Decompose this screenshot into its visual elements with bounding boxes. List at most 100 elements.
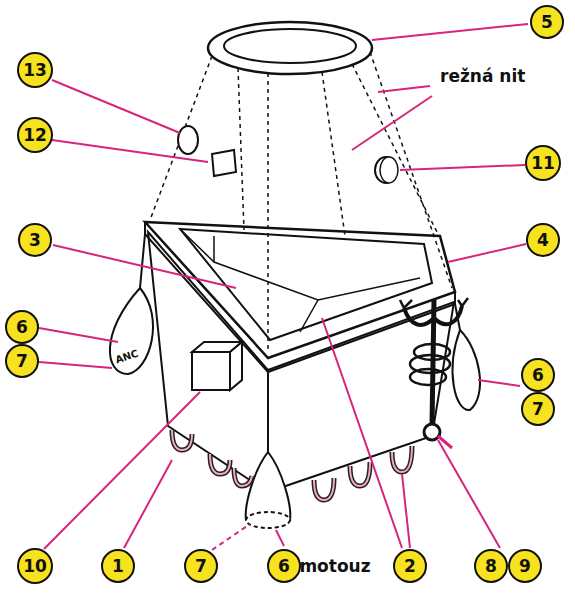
- callout-number: 3: [18, 223, 52, 257]
- leader-line: [378, 86, 430, 92]
- disk-13: [178, 126, 198, 154]
- leader-line: [212, 524, 250, 550]
- callout-number: 12: [17, 117, 53, 153]
- rope-loop: [314, 478, 334, 500]
- rope-loop: [350, 462, 370, 486]
- rim-edge: [145, 222, 455, 372]
- callout-text: 5: [541, 14, 553, 31]
- fluke-tips: [400, 298, 468, 308]
- leader-line: [322, 318, 402, 548]
- leader-line: [44, 392, 200, 549]
- rope-loops: [172, 430, 412, 500]
- disk-11: [375, 157, 397, 183]
- callout-text: 13: [23, 62, 47, 79]
- callout-number: 7: [521, 392, 555, 426]
- box-10-front: [192, 352, 230, 390]
- callout-text: 2: [404, 558, 416, 575]
- rope-loop: [210, 454, 230, 474]
- rope-loop: [172, 430, 192, 450]
- callout-text: 1: [112, 558, 124, 575]
- rim-outer: [145, 222, 455, 358]
- leader-line: [448, 244, 526, 262]
- callout-text: 8: [485, 558, 497, 575]
- leader-line: [52, 140, 208, 162]
- wall-edge: [213, 236, 215, 262]
- callout-text: 6: [532, 367, 544, 384]
- callout-text: 6: [16, 319, 28, 336]
- bag-cord: [267, 372, 269, 452]
- callout-number: 5: [530, 5, 564, 39]
- leader-line: [276, 530, 284, 546]
- leader-lines: [39, 24, 528, 550]
- callout-text: 7: [16, 353, 28, 370]
- thread: [322, 72, 345, 236]
- bag-cord: [140, 234, 145, 288]
- leader-line: [352, 96, 432, 150]
- rope-loop: [350, 462, 370, 486]
- callout-text: 6: [278, 558, 290, 575]
- floor-line: [180, 229, 420, 300]
- leader-line: [124, 460, 172, 548]
- callout-number: 11: [525, 145, 561, 181]
- floor-edge: [300, 300, 318, 332]
- callout-text: 4: [537, 232, 549, 249]
- callout-number: 2: [393, 549, 427, 583]
- rope-loop: [234, 468, 252, 486]
- leader-line: [438, 440, 500, 548]
- leader-line: [53, 245, 236, 288]
- callout-number: 1: [101, 549, 135, 583]
- ring-outer: [208, 22, 372, 74]
- callout-text: 11: [531, 155, 555, 172]
- rope-loops-inner: [172, 430, 412, 500]
- rope-loop: [210, 454, 230, 474]
- callout-number: 6: [267, 549, 301, 583]
- part-label: motouz: [299, 557, 370, 576]
- callout-text: 7: [532, 401, 544, 418]
- rope-loop: [392, 446, 412, 472]
- callout-number: 6: [521, 358, 555, 392]
- rope-coil: [410, 369, 446, 385]
- ring-inner: [224, 29, 356, 63]
- callout-number: 4: [526, 223, 560, 257]
- part-label: režná nit: [440, 67, 525, 86]
- leader-line: [39, 328, 118, 342]
- callout-text: 10: [23, 558, 47, 575]
- callout-number: 6: [5, 310, 39, 344]
- leader-line: [52, 80, 180, 133]
- callout-number: 13: [17, 52, 53, 88]
- callout-number: 7: [5, 344, 39, 378]
- box-10-side: [230, 342, 242, 390]
- leader-line: [372, 24, 528, 40]
- sandbag-left: [110, 288, 153, 374]
- rope-loop: [234, 468, 252, 486]
- leader-line: [39, 362, 112, 368]
- callout-number: 10: [17, 548, 53, 584]
- callout-number: 8: [474, 549, 508, 583]
- leader-line: [402, 474, 410, 548]
- sandbag-right: [453, 330, 480, 410]
- callout-text: 7: [195, 558, 207, 575]
- leader-line: [478, 380, 520, 386]
- gondola-drawing: [110, 22, 480, 528]
- callout-number: 7: [184, 549, 218, 583]
- plate-12: [212, 150, 236, 176]
- rope-loop: [392, 446, 412, 472]
- callout-text: 9: [519, 558, 531, 575]
- anchor-flukes: [404, 306, 462, 325]
- callout-text: 3: [29, 232, 41, 249]
- thread: [267, 73, 269, 352]
- leader-line: [400, 165, 525, 170]
- disk-11-face: [380, 157, 398, 183]
- rope-loop: [172, 430, 192, 450]
- bag-bottom: [246, 512, 290, 528]
- anchor: [400, 298, 468, 448]
- callout-number: 9: [508, 549, 542, 583]
- sandbag-front: [246, 452, 291, 520]
- thread: [150, 56, 212, 220]
- rope-loop: [314, 478, 334, 500]
- callout-text: 12: [23, 127, 47, 144]
- thread: [238, 68, 244, 230]
- thread: [352, 64, 438, 234]
